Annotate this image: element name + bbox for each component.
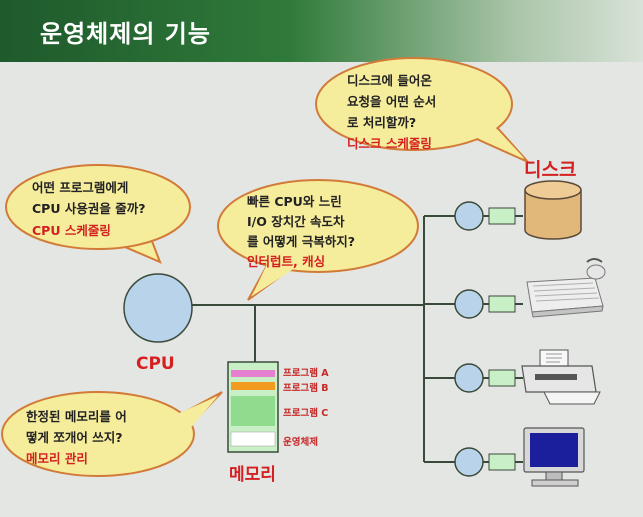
bubble-disk-answer: 디스크 스케줄링 bbox=[347, 136, 432, 151]
bubble-io bbox=[217, 179, 419, 301]
controller-monitor bbox=[488, 453, 516, 471]
memory-block-os bbox=[230, 431, 276, 447]
bubble-io-answer: 인터럽트, 캐싱 bbox=[247, 254, 326, 269]
bubble-memory-line-1: 한정된 메모리를 어 bbox=[26, 409, 127, 424]
port-disk bbox=[454, 201, 484, 231]
printer-icon bbox=[521, 349, 601, 405]
bubble-memory-line-2: 떻게 쪼개어 쓰지? bbox=[26, 430, 123, 445]
bubble-disk-line-3: 로 처리할까? bbox=[347, 115, 417, 130]
memory-stack bbox=[227, 361, 279, 453]
memory-block-b bbox=[231, 382, 275, 390]
bubble-disk bbox=[315, 57, 529, 163]
memory-label-c: 프로그램 C bbox=[283, 408, 329, 419]
keyboard-icon bbox=[526, 258, 606, 318]
bubble-disk-line-2: 요청을 어떤 순서 bbox=[347, 94, 437, 109]
cpu-label: CPU bbox=[136, 354, 175, 374]
bubble-io-line-3: 를 어떻게 극복하지? bbox=[247, 234, 355, 249]
port-keyboard bbox=[454, 289, 484, 319]
bubble-memory bbox=[1, 391, 223, 477]
bubble-memory-answer: 메모리 관리 bbox=[26, 451, 88, 466]
memory-label-os: 운영체제 bbox=[283, 437, 318, 448]
memory-block-a bbox=[231, 370, 275, 377]
controller-keyboard bbox=[488, 295, 516, 313]
memory-label-b: 프로그램 B bbox=[283, 383, 329, 394]
port-printer bbox=[454, 363, 484, 393]
memory-label-a: 프로그램 A bbox=[283, 368, 329, 379]
bubble-cpu-line-2: CPU 사용권을 줄까? bbox=[32, 201, 146, 216]
bubble-disk-line-1: 디스크에 들어온 bbox=[347, 73, 432, 88]
title-bar: 운영체제의 기능 bbox=[0, 0, 643, 62]
bubble-cpu-answer: CPU 스케줄링 bbox=[32, 223, 111, 238]
controller-disk bbox=[488, 207, 516, 225]
bubble-cpu bbox=[5, 164, 191, 264]
controller-printer bbox=[488, 369, 516, 387]
disk-icon bbox=[524, 180, 582, 240]
memory-label: 메모리 bbox=[229, 465, 276, 485]
monitor-icon bbox=[523, 427, 585, 487]
memory-block-c bbox=[231, 396, 275, 426]
cpu-node bbox=[123, 273, 193, 343]
bubble-io-line-2: I/O 장치간 속도차 bbox=[247, 214, 345, 229]
system-bus bbox=[192, 215, 523, 463]
disk-label: 디스크 bbox=[524, 159, 577, 181]
slide-title: 운영체제의 기능 bbox=[40, 20, 211, 48]
bubble-cpu-line-1: 어떤 프로그램에게 bbox=[32, 180, 129, 195]
port-monitor bbox=[454, 447, 484, 477]
bubble-io-line-1: 빠른 CPU와 느린 bbox=[247, 194, 342, 209]
